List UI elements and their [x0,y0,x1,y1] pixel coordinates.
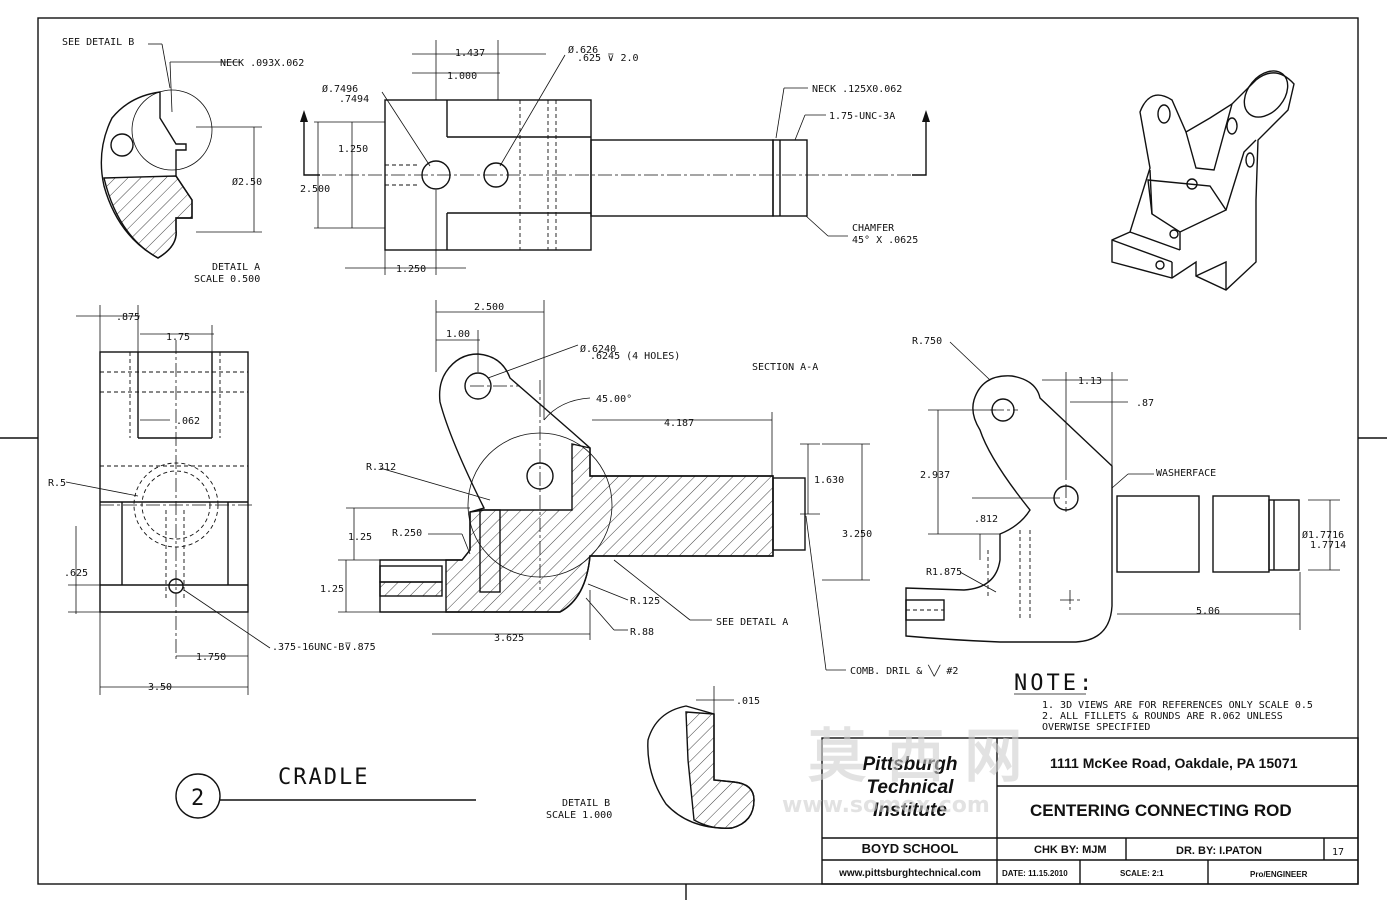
dim-1000: 1.000 [447,71,477,82]
radius-r125: R.125 [630,596,660,607]
boyd-school: BOYD SCHOOL [862,841,959,856]
cradle-label: 2 CRADLE [175,765,476,819]
radius-r750: R.750 [912,336,942,347]
dia-250-dim: Ø2.50 [232,176,262,188]
software: Pro/ENGINEER [1250,870,1308,879]
see-detail-b-label: SEE DETAIL B [62,37,134,48]
dim-625: .625 [64,568,88,579]
dim-2500-sec: 2.500 [474,302,504,313]
dim-87: .87 [1136,398,1154,409]
neck-dim-b: NECK .125X0.062 [812,84,902,95]
part-number: 2 [191,786,204,811]
detail-a-label: DETAIL A [212,262,260,273]
detail-b-view: .015 DETAIL B SCALE 1.000 [546,686,760,830]
dim-100: 1.00 [446,329,470,340]
hole-dia-b: .625 ⊽ 2.0 [577,53,639,64]
watermark: 莫 西 网 www.somox.com [782,722,1022,818]
dim-812: .812 [974,514,998,525]
angle-45: 45.00° [596,394,632,405]
detail-b-label: DETAIL B [562,798,610,809]
radius-r5: R.5 [48,478,66,489]
thread-spec: 1.75-UNC-3A [829,111,895,122]
detail-a-view: SEE DETAIL B NECK .093X.062 Ø2.50 DETAIL… [62,37,304,285]
note-line-1: 1. 3D VIEWS ARE FOR REFERENCES ONLY SCAL… [1042,700,1313,711]
notes-block: NOTE: 1. 3D VIEWS ARE FOR REFERENCES ONL… [1014,671,1313,733]
dim-1250b: 1.250 [396,264,426,275]
radius-r1875: R1.875 [926,567,962,578]
sheet-number: 17 [1332,847,1344,858]
holes-dia-b: .6245 (4 HOLES) [590,351,680,362]
address: 1111 McKee Road, Oakdale, PA 15071 [1050,755,1298,771]
chamfer-spec: 45° X .0625 [852,235,918,246]
drill-note: COMB. DRIL & ╲╱ #2 [850,664,958,677]
dim-015: .015 [736,696,760,707]
dim-3250: 3.250 [842,529,872,540]
detail-b-scale: SCALE 1.000 [546,810,612,821]
dim-1750: 1.750 [196,652,226,663]
school-name-1: Pittsburgh [863,754,958,775]
top-view: 1.437 1.000 Ø.626 .625 ⊽ 2.0 Ø.7496 .749… [300,40,930,275]
dim-4187: 4.187 [664,418,694,429]
sheet-border [37,17,1359,885]
dim-1437: 1.437 [455,48,485,59]
dim-1250: 1.250 [338,144,368,155]
see-detail-a: SEE DETAIL A [716,617,788,628]
detail-a-scale: SCALE 0.500 [194,274,260,285]
dim-175: 1.75 [166,332,190,343]
dia-b: 1.7714 [1310,540,1346,551]
tap-spec: .375-16UNC-B⊽.875 [272,642,376,653]
dim-113: 1.13 [1078,376,1102,387]
note-line-2: 2. ALL FILLETS & ROUNDS ARE R.062 UNLESS [1042,711,1283,722]
website: www.pittsburghtechnical.com [838,868,981,879]
neck-dim-a: NECK .093X.062 [220,58,304,69]
dim-125a: 1.25 [348,532,372,543]
chamfer-label: CHAMFER [852,223,895,234]
section-label: SECTION A-A [752,362,818,373]
scale: SCALE: 2:1 [1120,869,1164,878]
dim-3625: 3.625 [494,633,524,644]
watermark-cn: 莫 西 网 [808,722,1022,790]
iso-3d-view [1111,70,1295,291]
date: DATE: 11.15.2010 [1002,869,1068,878]
checked-by: CHK BY: MJM [1034,844,1107,856]
dim-875: .875 [116,312,140,323]
radius-r88: R.88 [630,627,654,638]
hole-dia-a: Ø.626 [568,44,598,56]
note-line-3: OVERWISE SPECIFIED [1042,722,1150,733]
dim-125b: 1.25 [320,584,344,595]
dim-2937: 2.937 [920,470,950,481]
school-name-3: Institute [873,800,947,821]
school-name-2: Technical [867,777,955,798]
bore-dia-a: Ø.7496 [322,83,358,95]
watermark-latin: www.somox.com [782,793,990,818]
holes-dia-a: Ø.6240 [580,343,616,355]
radius-r250: R.250 [392,528,422,539]
left-end-view: .875 1.75 .062 R.5 .625 1.750 3.50 .375-… [48,305,376,695]
section-a-a-view: 2.500 1.00 Ø.6240 .6245 (4 HOLES) SECTIO… [320,300,958,677]
drawing-title: CENTERING CONNECTING ROD [1030,801,1292,820]
dim-1630: 1.630 [814,475,844,486]
drawn-by: DR. BY: I.PATON [1176,845,1262,857]
right-side-view: R.750 1.13 .87 WASHERFACE 2.937 .812 R1.… [905,336,1346,643]
dim-506: 5.06 [1196,606,1220,617]
dim-350: 3.50 [148,682,172,693]
radius-r312: R.312 [366,462,396,473]
dia-a: Ø1.7716 [1302,529,1344,541]
part-name: CRADLE [278,765,369,790]
dim-062: .062 [176,416,200,427]
note-heading: NOTE: [1014,671,1095,696]
bore-dia-b: .7494 [339,94,369,105]
dim-2500: 2.500 [300,184,330,195]
title-block: Pittsburgh Technical Institute 1111 McKe… [821,737,1359,885]
washerface-label: WASHERFACE [1156,468,1216,479]
